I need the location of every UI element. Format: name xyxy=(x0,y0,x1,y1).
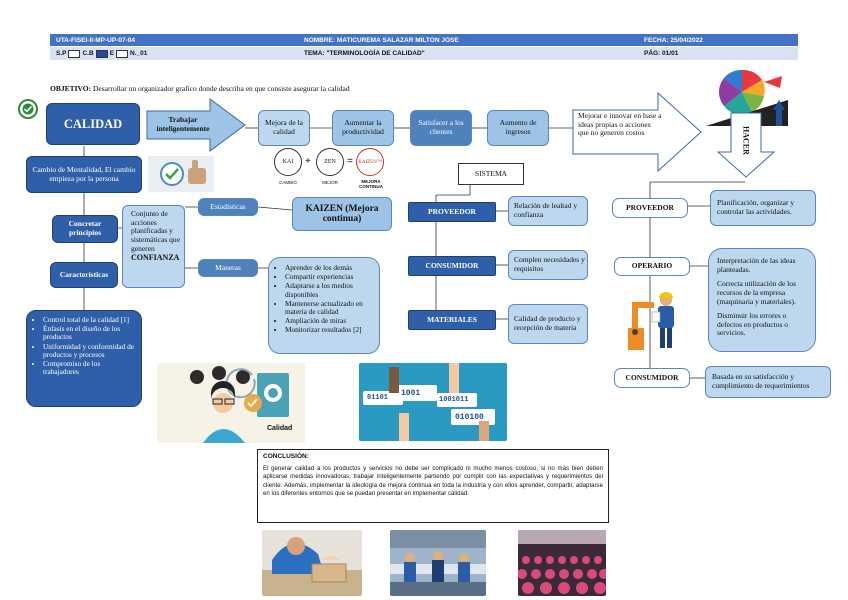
right-consumidor-text: Basada en su satisfacción y cumplimiento… xyxy=(705,366,831,398)
sp-checkbox xyxy=(68,49,81,58)
cambio-mentalidad-box: Cambio de Mentalidad, El cambio empieza … xyxy=(26,156,142,193)
caracteristicas-list: Control total de la calidad [1] Énfasis … xyxy=(26,310,142,407)
kaizen-icons: KAI + ZEN = KAIZEN™ CAMBIO MEJOR MEJORA … xyxy=(270,148,390,194)
right-consumidor-box: CONSUMIDOR xyxy=(614,368,690,388)
header-date: FECHA: 25/04/2022 xyxy=(638,34,798,46)
right-proveedor-box: PROVEEDOR xyxy=(612,198,688,218)
sistema-materiales-box: MATERIALES xyxy=(408,310,496,330)
sistema-proveedor-text: Relación de lealtad y confianza xyxy=(508,196,588,226)
sistema-title: SISTEMA xyxy=(458,163,524,185)
approved-seal-icon xyxy=(16,98,40,120)
calidad-illustration: Calidad xyxy=(157,363,305,443)
concretar-principios-box: Concretar principios xyxy=(52,215,118,243)
kai-icon: KAI xyxy=(274,148,302,176)
assembly-line-photo xyxy=(518,530,606,596)
sistema-consumidor-text: Complen necesidades y requisitos xyxy=(508,250,588,280)
satisfacer-box: Satisfacer a los clientes xyxy=(410,110,472,146)
right-proveedor-text: Planificación, organizar y controlar las… xyxy=(710,190,816,226)
mejorar-innovar-arrow: Mejorar e innovar en base a ideas propia… xyxy=(572,92,702,172)
maneras-box: Maneras xyxy=(198,259,258,277)
trabajar-arrow: Trabajar inteligentemente xyxy=(146,98,246,152)
growth-chart-icon xyxy=(702,68,790,130)
hacer-arrow: HACER xyxy=(717,112,775,178)
maneras-list: Aprender de los demás Compartir experien… xyxy=(268,257,380,354)
kaizen-icon: KAIZEN™ xyxy=(356,148,384,176)
header-options: S.P C.B E N._01 xyxy=(50,47,298,60)
header-name: NOMBRE: MATICUREMA SALAZAR MILTON JOSE xyxy=(298,34,638,46)
calidad-box: CALIDAD xyxy=(46,103,140,145)
productividad-box: Aumentar la productividad xyxy=(332,110,394,146)
zen-icon: ZEN xyxy=(316,148,344,176)
objective: OBJETIVO: Desarrollar un organizador gra… xyxy=(50,84,350,93)
factory-photo xyxy=(390,530,486,596)
cb-checkbox xyxy=(95,49,108,58)
caracteristicas-box: Características xyxy=(50,262,118,288)
worker-robot-image xyxy=(622,288,686,352)
header-page: PÁG: 01/01 xyxy=(638,47,798,60)
packing-photo xyxy=(262,530,362,596)
ingresos-box: Aumento de ingresos xyxy=(487,110,549,146)
sistema-consumidor-box: CONSUMIDOR xyxy=(408,256,496,276)
mejora-calidad-box: Mejora de la calidad xyxy=(258,110,310,146)
estadisticas-box: Estadísticas xyxy=(198,198,258,216)
sistema-materiales-text: Calidad de producto y recepción de mater… xyxy=(508,304,588,344)
conclusion-box: CONCLUSIÓN: El generar calidad a los pro… xyxy=(257,449,609,523)
e-checkbox xyxy=(116,49,129,58)
right-operario-box: OPERARIO xyxy=(614,257,690,276)
binary-puzzle-image: 01101 1001 1001011 010100 xyxy=(359,363,507,441)
conjunto-box: Conjunto de acciones planificadas y sist… xyxy=(122,205,185,288)
header-code: UTA-FISEI-II-MP-UP-07-04 xyxy=(50,34,298,46)
right-operario-text: Interpretación de las ideas planteadas. … xyxy=(708,248,816,352)
kaizen-box: KAIZEN (Mejora continua) xyxy=(292,197,392,231)
sistema-proveedor-box: PROVEEDOR xyxy=(408,202,496,222)
header-tema: TEMA: "TERMINOLOGÍA DE CALIDAD" xyxy=(298,47,638,60)
thumbs-up-photo xyxy=(148,156,214,192)
